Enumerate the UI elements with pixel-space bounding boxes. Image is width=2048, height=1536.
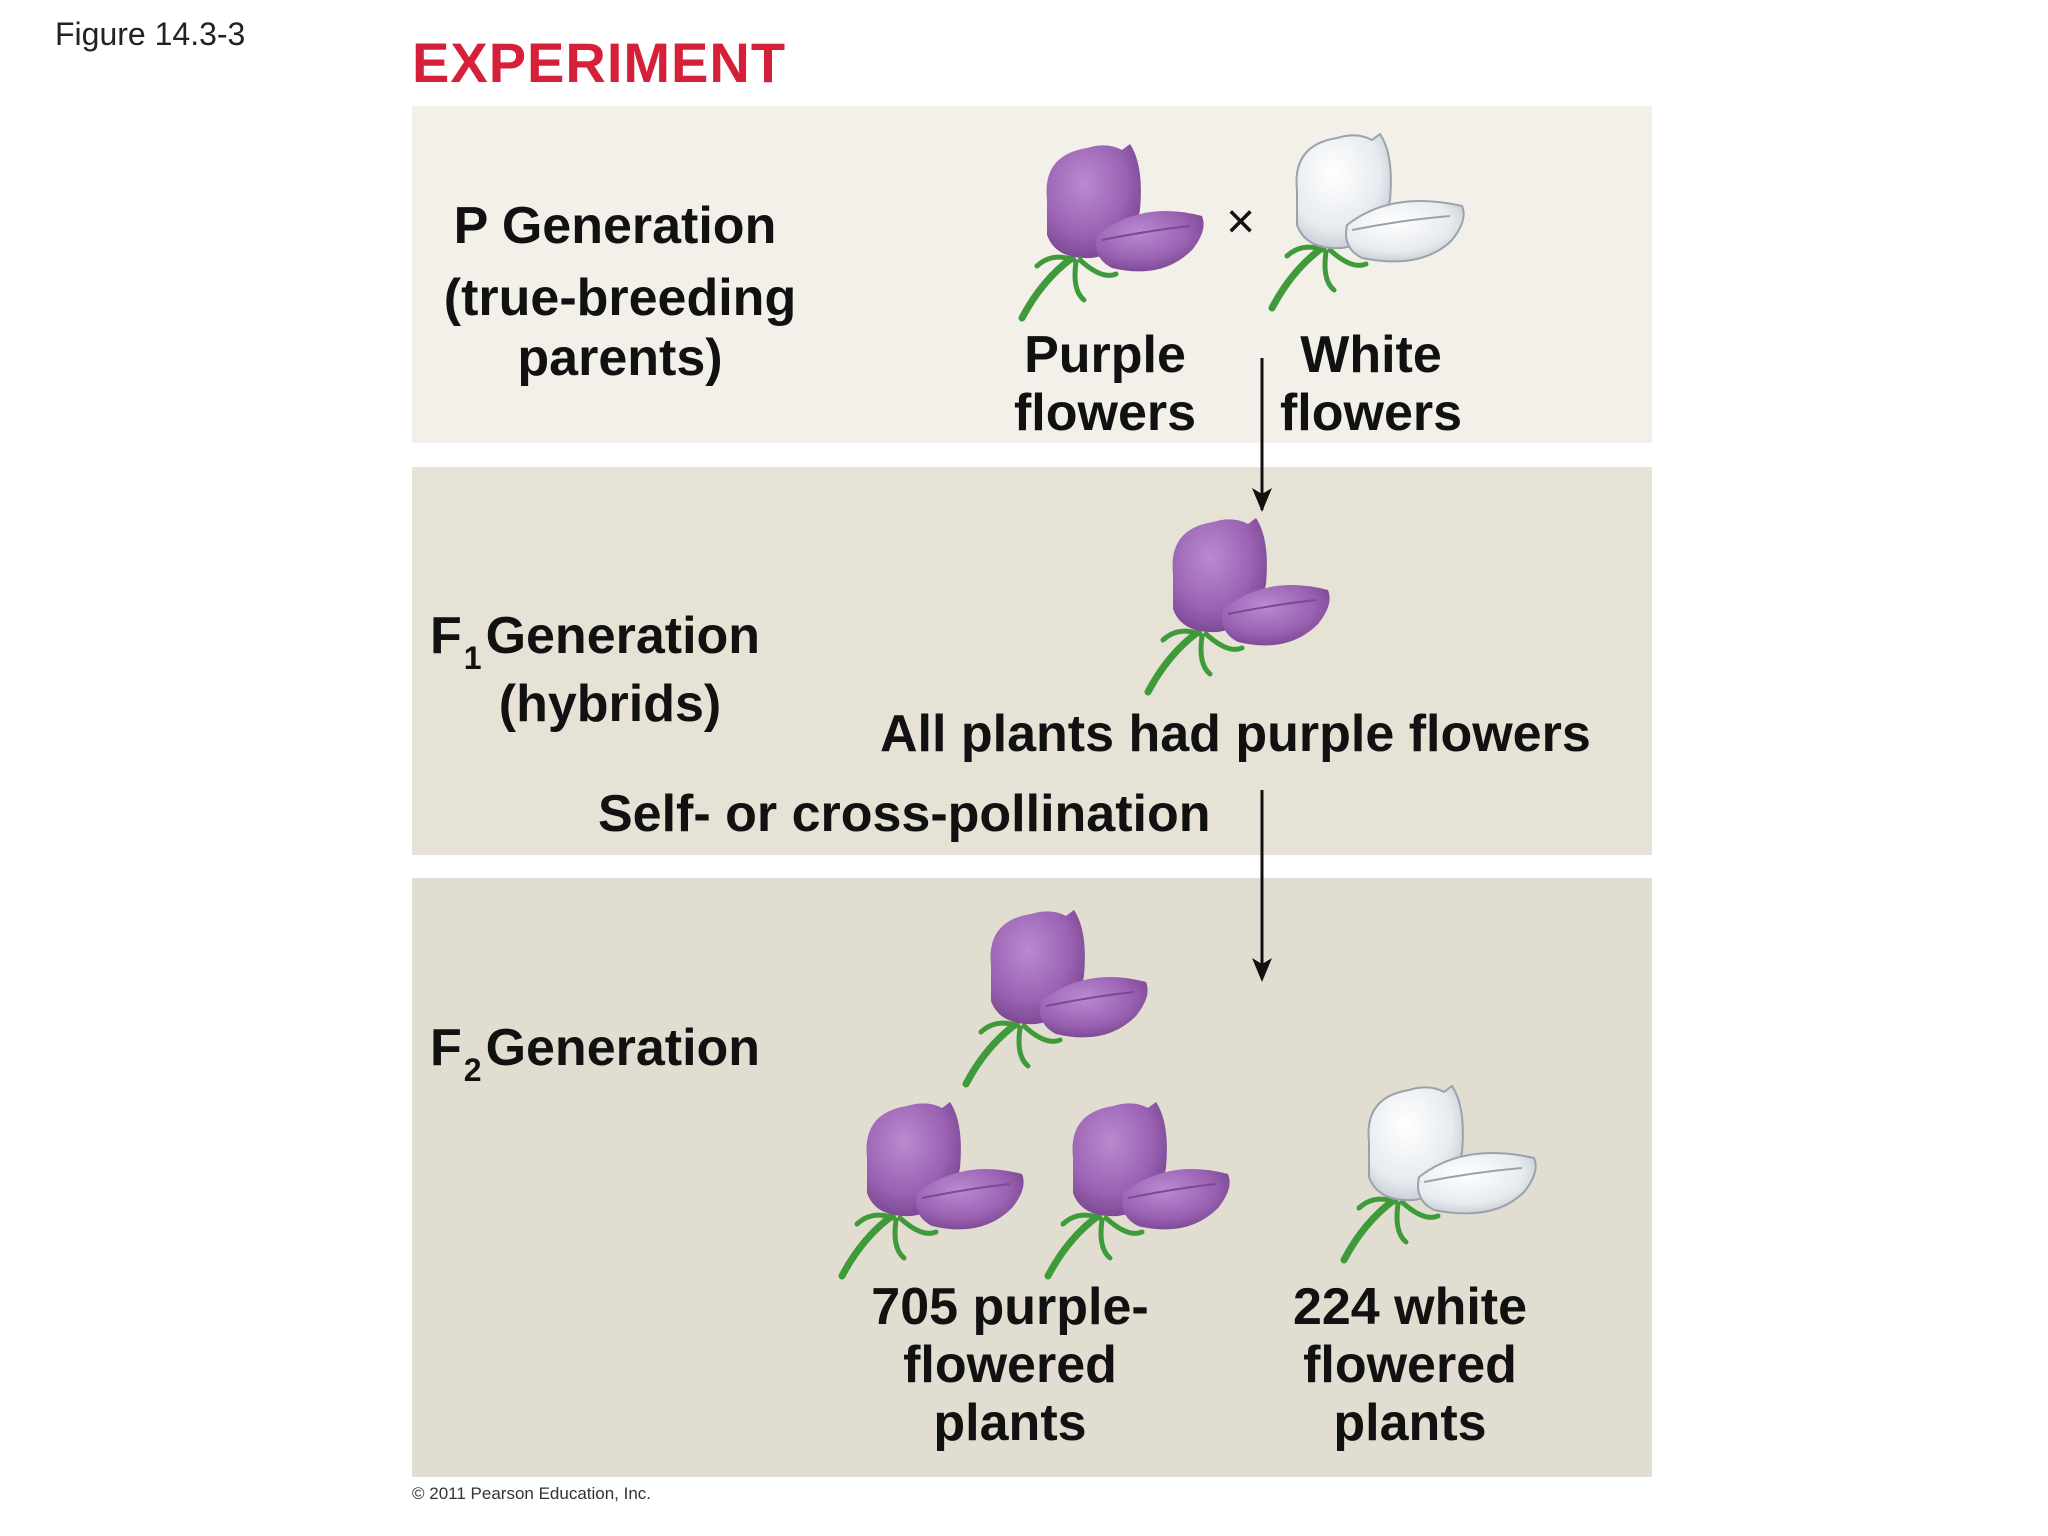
white-flowers-label-line2: flowers	[1279, 384, 1463, 442]
f1-subscript: 1	[463, 640, 482, 676]
p-generation-panel	[412, 106, 1652, 443]
purple-flower-icon	[1018, 144, 1204, 322]
purple-flowers-label: Purple flowers	[1000, 326, 1210, 442]
f1-purple-flower-icon	[1144, 518, 1330, 696]
purple-count-line1: 705 purple-	[871, 1278, 1149, 1336]
p-generation-line2: (true-breeding	[443, 269, 797, 327]
copyright-notice: © 2011 Pearson Education, Inc.	[412, 1484, 652, 1503]
figure-label: Figure 14.3-3	[55, 16, 246, 52]
f2-generation-word: Generation	[485, 1019, 761, 1077]
white-flowers-label: White flowers	[1266, 326, 1476, 442]
white-flower-icon	[1268, 132, 1465, 312]
white-count-line3: plants	[1333, 1394, 1487, 1452]
purple-flowers-label-line1: Purple	[1024, 326, 1186, 384]
f2-white-flower-icon	[1340, 1084, 1537, 1264]
white-count-label: 224 white flowered plants	[1250, 1278, 1570, 1452]
p-generation-heading: P Generation	[420, 196, 810, 256]
f2-purple-flower-top-icon	[962, 910, 1148, 1088]
white-count-line2: flowered	[1303, 1336, 1517, 1394]
f1-result-label: All plants had purple flowers	[880, 705, 1591, 763]
pollination-label: Self- or cross-pollination	[598, 785, 1211, 843]
cross-symbol: ×	[1226, 193, 1256, 249]
f2-letter: F	[430, 1019, 462, 1077]
p-generation-subtitle: (true-breeding parents)	[420, 268, 820, 388]
f2-purple-flower-left-icon	[838, 1102, 1024, 1280]
purple-count-line2: flowered	[903, 1336, 1117, 1394]
white-flowers-label-line1: White	[1300, 326, 1442, 384]
white-count-line1: 224 white	[1292, 1278, 1528, 1336]
f2-subscript: 2	[463, 1052, 482, 1088]
purple-count-line3: plants	[933, 1394, 1087, 1452]
purple-flowers-label-line2: flowers	[1013, 384, 1197, 442]
f1-hybrids-label: (hybrids)	[498, 675, 722, 733]
purple-count-label: 705 purple- flowered plants	[830, 1278, 1190, 1452]
f1-generation-word: Generation	[485, 607, 761, 665]
f1-generation-panel	[412, 467, 1652, 855]
p-generation-line1: P Generation	[453, 197, 777, 255]
experiment-title: EXPERIMENT	[412, 31, 787, 94]
f2-generation-heading: F2Generation	[430, 1018, 830, 1088]
f1-letter: F	[430, 607, 462, 665]
f1-generation-heading: F1Generation	[430, 606, 830, 676]
p-generation-line3: parents)	[517, 329, 723, 387]
f2-purple-flower-right-icon	[1044, 1102, 1230, 1280]
